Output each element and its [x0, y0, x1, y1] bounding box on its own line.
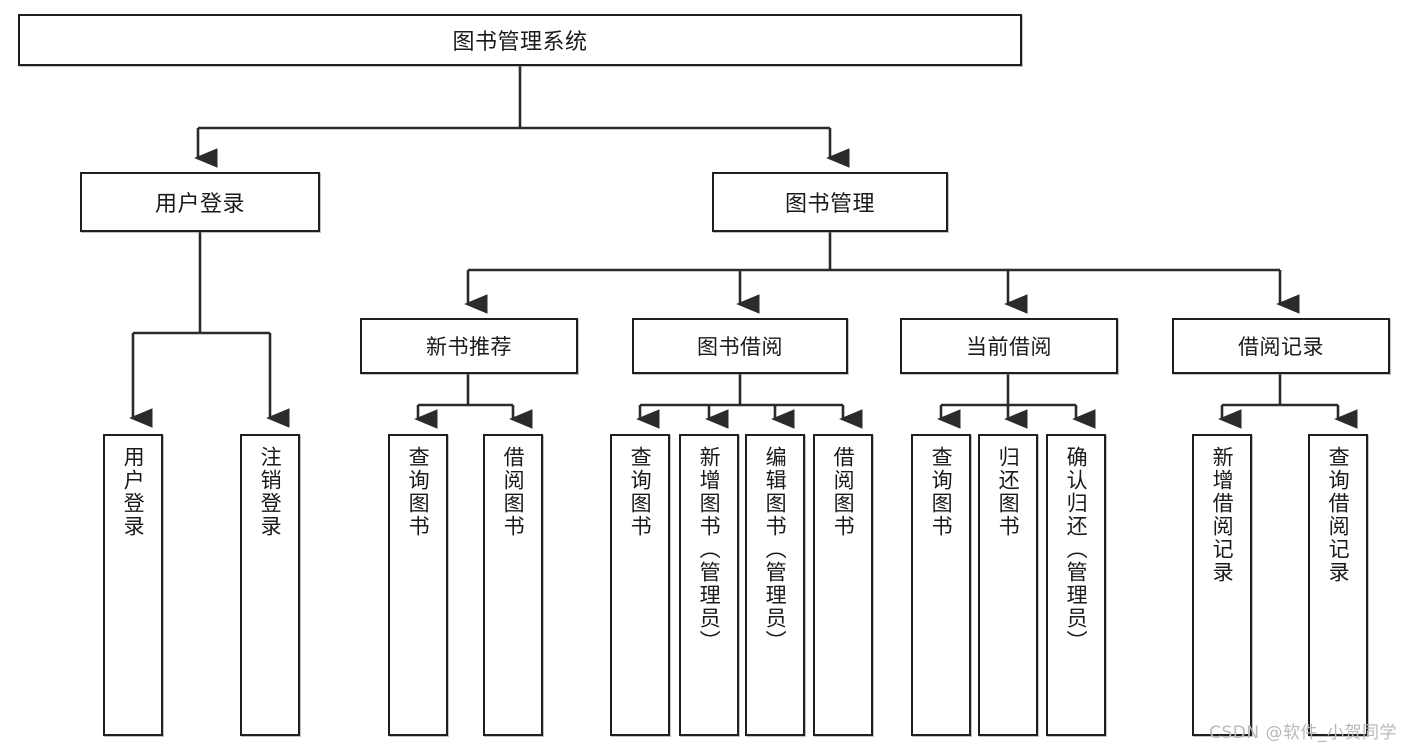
node-label: 新增借阅记录	[1210, 446, 1235, 584]
node-label: 确认归还（管理员）	[1064, 446, 1089, 653]
leaf-borrow-book-recommend[interactable]: 借阅图书	[483, 434, 543, 736]
node-label: 查询借阅记录	[1326, 446, 1351, 584]
node-label: 查询图书	[628, 446, 653, 538]
leaf-user-login[interactable]: 用户登录	[103, 434, 163, 736]
node-label: 图书管理	[784, 192, 875, 217]
node-label: 借阅记录	[1238, 335, 1324, 359]
node-label: 图书借阅	[697, 335, 783, 359]
node-label: 新书推荐	[426, 335, 512, 359]
node-current-borrow[interactable]: 当前借阅	[900, 318, 1118, 374]
node-new-book-recommend[interactable]: 新书推荐	[360, 318, 578, 374]
node-user-login[interactable]: 用户登录	[80, 172, 320, 232]
node-book-management[interactable]: 图书管理	[712, 172, 948, 232]
node-label: 新增图书（管理员）	[697, 446, 722, 653]
leaf-confirm-return-admin[interactable]: 确认归还（管理员）	[1046, 434, 1106, 736]
node-label: 图书管理系统	[452, 30, 588, 55]
node-label: 用户登录	[121, 446, 146, 538]
leaf-query-borrow-record[interactable]: 查询借阅记录	[1308, 434, 1368, 736]
node-book-borrow[interactable]: 图书借阅	[632, 318, 848, 374]
node-label: 用户登录	[154, 192, 245, 217]
leaf-query-book-recommend[interactable]: 查询图书	[388, 434, 448, 736]
node-label: 注销登录	[258, 446, 283, 538]
node-label: 查询图书	[929, 446, 954, 538]
leaf-query-book-current[interactable]: 查询图书	[911, 434, 971, 736]
node-borrow-record[interactable]: 借阅记录	[1172, 318, 1390, 374]
node-label: 查询图书	[406, 446, 431, 538]
node-label: 借阅图书	[501, 446, 526, 538]
leaf-borrow-book[interactable]: 借阅图书	[813, 434, 873, 736]
node-label: 借阅图书	[831, 446, 856, 538]
leaf-add-borrow-record[interactable]: 新增借阅记录	[1192, 434, 1252, 736]
leaf-query-book-borrow[interactable]: 查询图书	[610, 434, 670, 736]
leaf-return-book[interactable]: 归还图书	[978, 434, 1038, 736]
leaf-add-book-admin[interactable]: 新增图书（管理员）	[679, 434, 739, 736]
node-label: 归还图书	[996, 446, 1021, 538]
leaf-logout[interactable]: 注销登录	[240, 434, 300, 736]
node-book-management-system[interactable]: 图书管理系统	[18, 14, 1022, 66]
leaf-edit-book-admin[interactable]: 编辑图书（管理员）	[745, 434, 805, 736]
node-label: 当前借阅	[966, 335, 1052, 359]
node-label: 编辑图书（管理员）	[763, 446, 788, 653]
